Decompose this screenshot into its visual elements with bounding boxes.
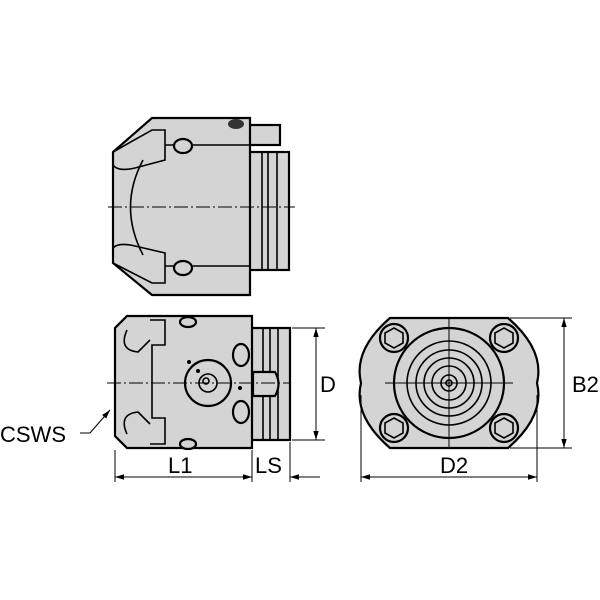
top-side-view [108, 116, 295, 297]
bolt-heads [378, 322, 520, 444]
dimensions [80, 317, 572, 482]
key-pin [246, 123, 282, 147]
label-d2: D2 [440, 453, 468, 478]
front-view [358, 316, 540, 450]
set-screw [228, 119, 244, 129]
label-b2: B2 [572, 372, 599, 397]
label-ls: LS [255, 453, 282, 478]
label-l1: L1 [168, 453, 192, 478]
label-csws: CSWS [0, 422, 66, 447]
label-d: D [320, 372, 336, 397]
bottom-side-view [107, 314, 292, 451]
screw-hole [172, 259, 194, 277]
key-pin [251, 370, 280, 398]
screw-hole [172, 137, 194, 155]
main-body [113, 314, 254, 450]
